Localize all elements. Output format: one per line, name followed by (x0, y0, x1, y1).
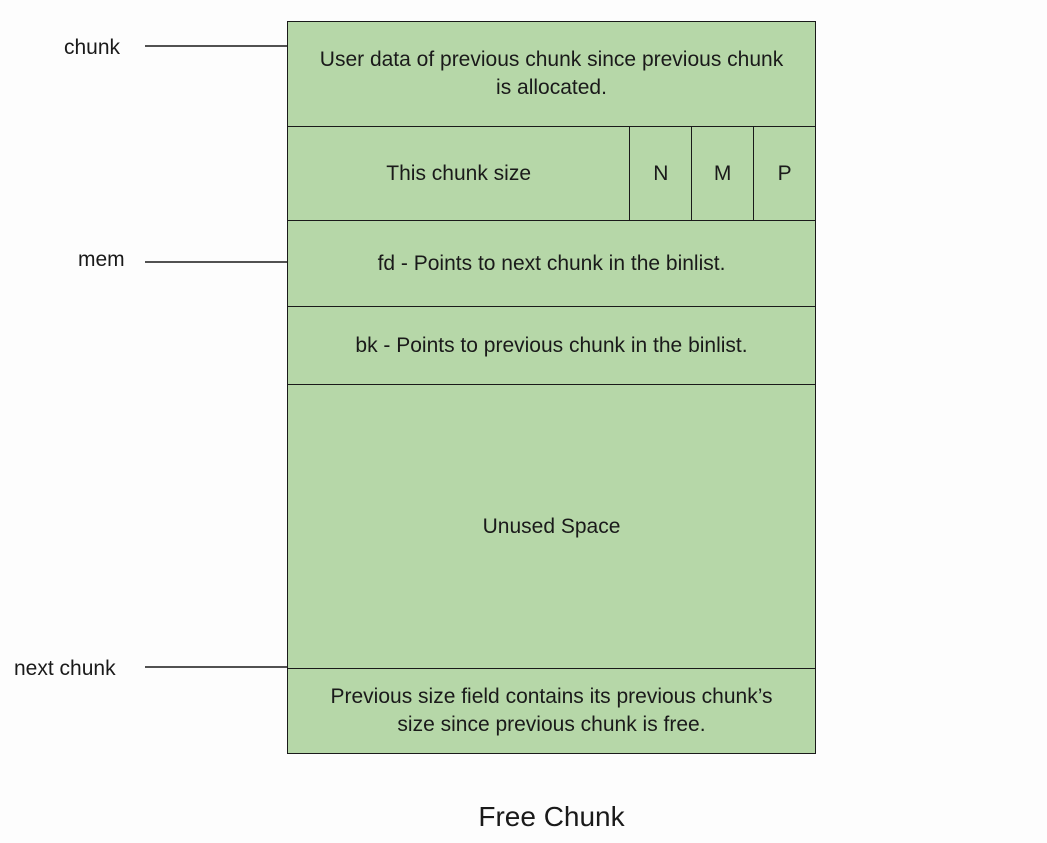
diagram-caption: Free Chunk (478, 801, 625, 832)
next-chunk-pointer-label: next chunk (14, 657, 116, 680)
flag-n: N (629, 127, 691, 220)
chunk-size-row: This chunk size N M P (288, 127, 815, 221)
prev-user-data-row: User data of previous chunk since previo… (288, 22, 815, 127)
unused-space-text: Unused Space (482, 514, 621, 538)
chunk-box: User data of previous chunk since previo… (287, 21, 816, 754)
flag-m: M (691, 127, 753, 220)
bk-text: bk - Points to previous chunk in the bin… (355, 333, 748, 357)
fd-row: fd - Points to next chunk in the binlist… (288, 221, 815, 307)
mem-pointer-label: mem (78, 248, 125, 271)
next-prev-size-row: Previous size field contains its previou… (288, 669, 815, 752)
unused-space-row: Unused Space (288, 385, 815, 669)
flag-p: P (753, 127, 815, 220)
bk-row: bk - Points to previous chunk in the bin… (288, 307, 815, 385)
prev-user-data-text: User data of previous chunk since previo… (319, 48, 784, 99)
next-prev-size-text: Previous size field contains its previou… (330, 684, 773, 736)
this-chunk-size-label: This chunk size (386, 161, 532, 185)
chunk-pointer-label: chunk (64, 36, 121, 59)
fd-text: fd - Points to next chunk in the binlist… (377, 251, 726, 275)
